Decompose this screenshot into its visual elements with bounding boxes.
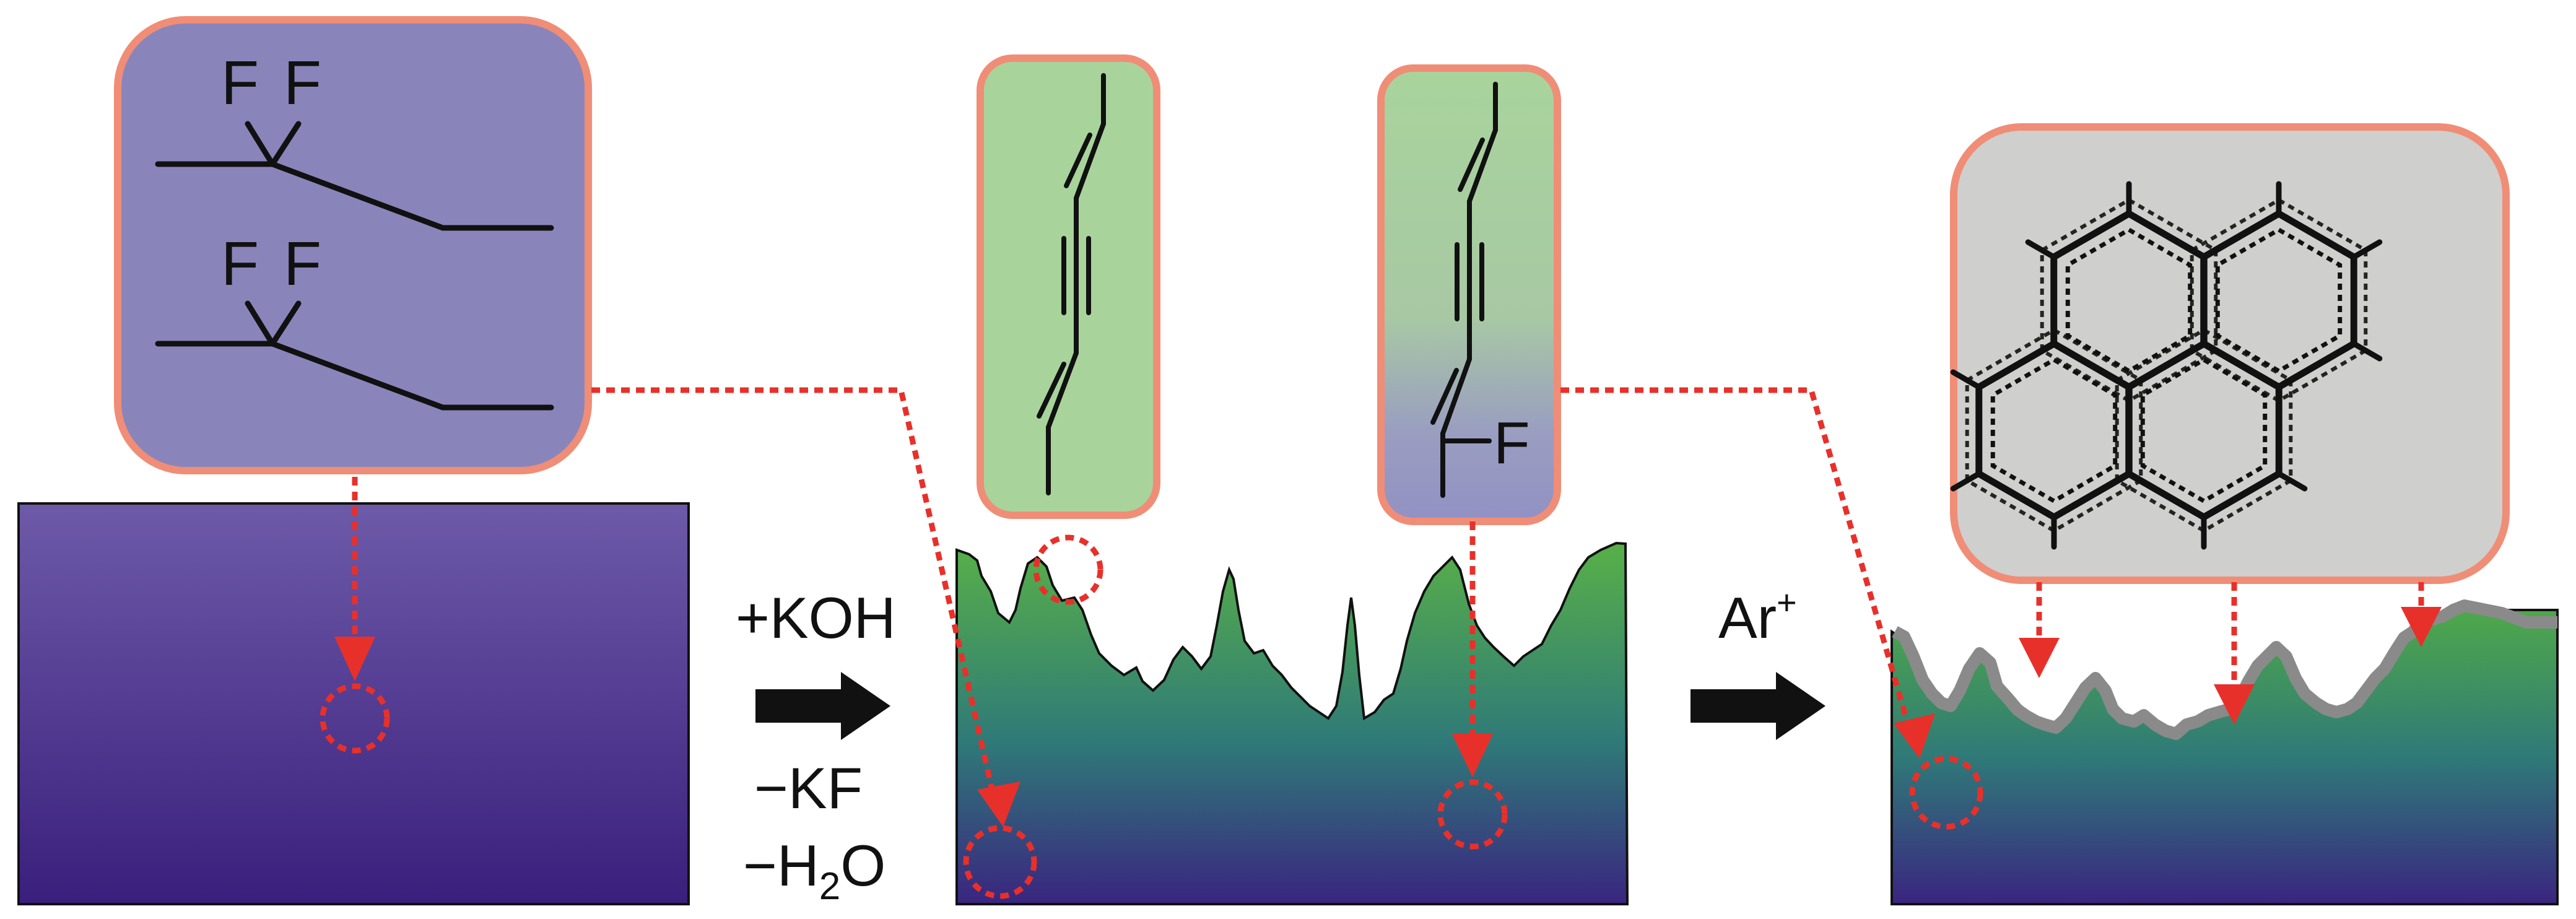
carbon-target-circle-right (1437, 779, 1508, 850)
fluorinated-pointer-arrowhead (1452, 734, 1493, 777)
graphene-edge-bond-1-2 (2351, 341, 2383, 362)
graphene-ring-inner-dashed-2 (1990, 357, 2118, 504)
treated-target-circle (1909, 756, 1983, 830)
graphitic-coating (1892, 599, 2557, 740)
graphene-edge-bond-1-1 (2351, 239, 2383, 260)
coating-arrowhead-right (2401, 607, 2442, 647)
carbon-target-circle-left (963, 825, 1037, 899)
graphene-ring-inner-dashed-1 (2215, 227, 2343, 374)
graphene-edge-bond-1-5 (2175, 239, 2207, 260)
polyyne-source-circle (1033, 534, 1103, 605)
graphene-edge-bond-2-4 (1950, 471, 1982, 492)
ptfe-callout-box (114, 16, 592, 474)
graphene-edge-bond-0-5 (2025, 239, 2057, 260)
ptfe-chain-upper (155, 121, 554, 231)
fluoro-to-treated-dashed-connector (1560, 387, 1917, 744)
graphene-edge-bond-3-5 (2100, 369, 2132, 390)
koh-reagent-label: +KOH (736, 585, 896, 650)
graphene-edge-bond-3-1 (2276, 369, 2308, 390)
ptfe-structure-callout: F F F F (114, 16, 592, 474)
graphene-edge-bond-3-2 (2276, 471, 2308, 492)
ptfe-to-carbon-dashed-connector (591, 387, 1000, 812)
argon-ion-label: Ar+ (1718, 583, 1797, 650)
carbon-layer-rough (955, 541, 1629, 905)
fluorine-label-upper-right: F (284, 48, 321, 118)
ptfe-target-circle (320, 683, 390, 754)
fluorinated-chain (1430, 82, 1498, 498)
kf-byproduct-label: −KF (754, 756, 863, 821)
water-byproduct-label: −H2O (743, 833, 886, 908)
graphene-ring-inner-dashed-0 (2065, 227, 2193, 374)
graphene-edge-bond-2-5 (1950, 369, 1982, 390)
graphene-edge-bond-3-4 (2100, 471, 2132, 492)
reaction-arrow-2 (1690, 672, 1825, 740)
ptfe-substrate-block (17, 502, 690, 905)
coating-arrowhead-center (2214, 684, 2255, 725)
polyyne-callout-box (977, 54, 1160, 519)
partially-fluorinated-callout: F (1377, 64, 1561, 525)
graphene-ring-inner-dashed-3 (2140, 357, 2268, 504)
fluorine-label-lower-left: F (221, 229, 259, 298)
graphitic-structure-callout (1950, 123, 2510, 584)
graphene-hexagon-network (1950, 181, 2383, 550)
fluorine-label-lower-right: F (284, 229, 321, 298)
reaction-arrow-1 (755, 672, 890, 740)
carbon-layer-treated (1891, 609, 2559, 905)
ptfe-chain-lower (155, 300, 554, 411)
graphitic-callout-box (1950, 123, 2510, 584)
polyyne-structure-callout (977, 54, 1160, 519)
ptfe-pointer-arrowhead (334, 637, 375, 681)
treated-pointer-arrowhead (1894, 713, 1935, 759)
coating-arrowhead-left (2019, 638, 2060, 678)
fluorine-label-upper-left: F (221, 48, 259, 118)
fluorine-label-chain-end: F (1494, 410, 1530, 476)
carbon-pointer-arrowhead-left (977, 782, 1020, 827)
polyyne-chain (1037, 73, 1106, 495)
